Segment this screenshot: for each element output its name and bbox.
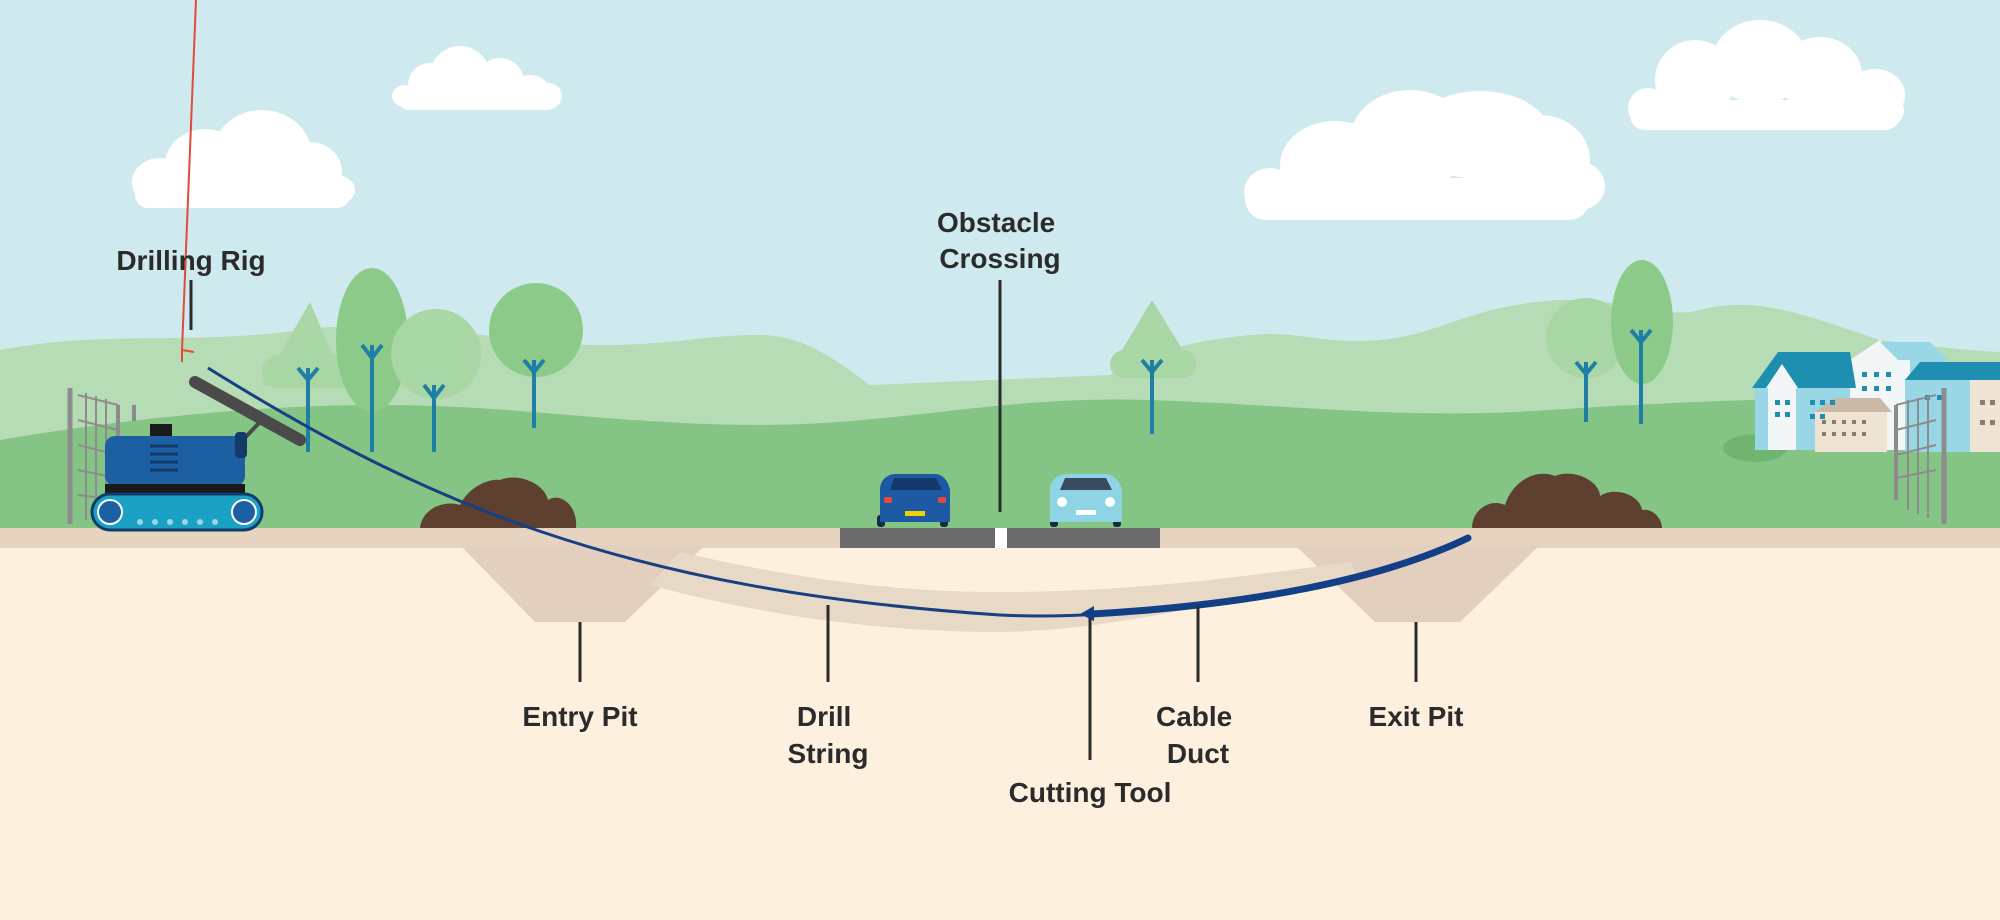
label-obstacle-line-1: Obstacle xyxy=(937,207,1055,238)
tree-6 xyxy=(1546,298,1626,422)
label-entry-pit: Entry Pit xyxy=(522,701,637,732)
label-cable-duct-line-1: Cable xyxy=(1156,701,1232,732)
exit-pit xyxy=(1295,545,1540,622)
road xyxy=(840,528,1160,548)
tree-2 xyxy=(336,268,408,452)
spoil-pile-left xyxy=(420,477,577,528)
cloud-2 xyxy=(392,46,562,110)
pull-direction-arrow xyxy=(181,0,197,362)
label-drill-string-line-1: Drill xyxy=(797,701,851,732)
tree-4 xyxy=(489,283,583,428)
label-obstacle-crossing: Obstacle Crossing xyxy=(937,207,1063,274)
fence-right xyxy=(1894,388,1947,524)
cable-duct xyxy=(1088,534,1472,618)
tree-3 xyxy=(391,309,481,452)
label-cable-duct-line-2: Duct xyxy=(1167,738,1229,769)
cutting-tool-arrow xyxy=(1080,606,1094,621)
label-exit-pit: Exit Pit xyxy=(1369,701,1464,732)
tree-7 xyxy=(1611,260,1673,424)
car-icon xyxy=(877,474,950,527)
trees xyxy=(262,260,1673,452)
tree-1 xyxy=(262,302,357,452)
label-drill-string-line-2: String xyxy=(788,738,869,769)
leader-lines xyxy=(189,280,1418,760)
drilling-rig-icon xyxy=(90,376,306,532)
label-drilling-rig: Drilling Rig xyxy=(116,245,265,276)
houses-icon xyxy=(1723,340,2000,462)
label-cutting-tool: Cutting Tool xyxy=(1009,777,1172,808)
tree-5 xyxy=(1110,300,1196,434)
car-icon-2 xyxy=(1050,474,1122,527)
cloud-4 xyxy=(1628,20,1905,130)
entry-pit xyxy=(460,545,705,622)
label-drill-string: Drill String xyxy=(788,701,869,769)
cloud-3 xyxy=(1244,90,1605,220)
label-cable-duct: Cable Duct xyxy=(1156,701,1240,769)
label-obstacle-line-2: Crossing xyxy=(939,243,1060,274)
spoil-pile-right xyxy=(1472,473,1662,528)
drill-string xyxy=(207,366,1101,618)
soil xyxy=(0,528,2000,920)
